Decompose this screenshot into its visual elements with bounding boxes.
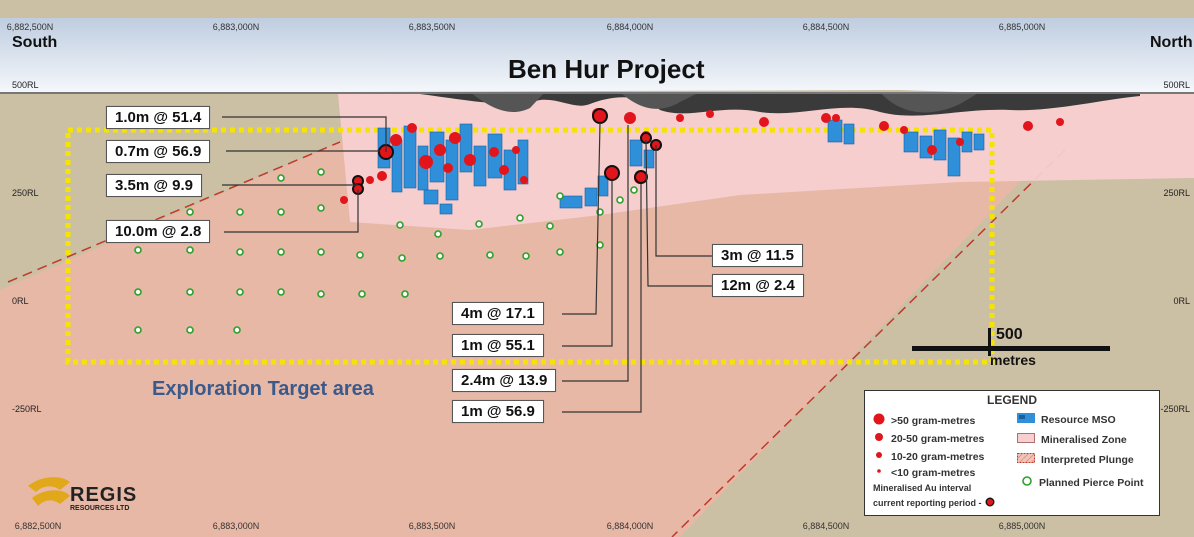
direction-north: North [1150,34,1193,51]
plunge-boundary-lower [671,149,1066,537]
legend-item-resource-label: Resource MSO [1041,413,1116,426]
pink-box-icon [1017,433,1035,446]
rl-left-minus-250: -250RL [12,404,42,414]
rl-right-250: 250RL [1163,188,1190,198]
legend-item-tiny-label: <10 gram-metres [891,466,976,479]
legend-item-plunge: Interpreted Plunge [1017,453,1134,466]
northing-top-4: 6,884,000N [606,22,654,32]
logo-name: REGIS [70,484,138,506]
scale-bar [912,346,1110,351]
legend-item-medium-label: 20-50 gram-metres [891,432,985,445]
northing-bottom-3: 6,883,500N [408,521,456,531]
northing-top-6: 6,885,000N [998,22,1046,32]
northing-bottom-6: 6,885,000N [998,521,1046,531]
resource-mso [377,119,985,215]
direction-south: South [12,34,58,51]
small-red-dot-icon [873,449,885,464]
intercept-label-1: 1.0m @ 51.4 [106,106,211,129]
intercept-label-3: 3.5m @ 9.9 [106,174,203,197]
exploration-target-label: Exploration Target area [152,378,374,400]
legend-panel: LEGEND >50 gram-metres 20-50 gram-metres… [864,390,1160,516]
northing-top-2: 6,883,000N [212,22,260,32]
plunge-boundary-upper [7,141,341,283]
scale-unit: metres [990,352,1036,368]
intercept-label-2: 0.7m @ 56.9 [106,140,211,163]
regis-logo-mark [28,477,70,506]
rl-left-500: 500RL [12,80,39,90]
intercept-label-10: 1m @ 56.9 [452,400,544,423]
northing-top-1: 6,882,500N [6,22,54,32]
intercept-label-6: 12m @ 2.4 [712,274,804,297]
rl-left-0: 0RL [12,296,29,306]
hatched-box-icon [1017,453,1035,466]
legend-item-pierce: Planned Pierce Point [1021,475,1143,490]
northing-bottom-1: 6,882,500N [14,521,62,531]
map-title: Ben Hur Project [508,54,705,84]
legend-title: LEGEND [986,393,1037,407]
current-period-dot-icon [985,497,995,509]
northing-top-3: 6,883,500N [408,22,456,32]
green-circle-icon [1021,475,1033,490]
tiny-red-dot-icon [873,465,885,480]
legend-current-line1: Mineralised Au interval [873,483,972,493]
mineralised-zone [338,92,1194,230]
rl-right-500: 500RL [1163,80,1190,90]
legend-item-mineralised-label: Mineralised Zone [1041,433,1127,446]
legend-item-large: >50 gram-metres [873,413,975,428]
sky-band [0,18,1194,92]
legend-item-medium: 20-50 gram-metres [873,431,984,446]
scale-value: 500 [996,326,1023,343]
rl-left-250: 250RL [12,188,39,198]
blue-block-icon [1017,413,1035,426]
legend-item-small-label: 10-20 gram-metres [891,450,985,463]
intercept-label-4: 10.0m @ 2.8 [106,220,211,243]
northing-top-5: 6,884,500N [802,22,850,32]
northing-bottom-5: 6,884,500N [802,521,850,531]
rl-right-0: 0RL [1173,296,1190,306]
logo-subtitle: RESOURCES LTD [70,505,130,512]
legend-item-tiny: <10 gram-metres [873,465,975,480]
intercept-label-8: 1m @ 55.1 [452,334,544,357]
intercept-label-9: 2.4m @ 13.9 [452,369,557,392]
northing-bottom-4: 6,884,000N [606,521,654,531]
intercept-label-5: 3m @ 11.5 [712,244,804,267]
intercept-label-7: 4m @ 17.1 [452,302,544,325]
planned-pierce-points [134,168,638,334]
rl-right-minus-250: -250RL [1160,404,1190,414]
legend-item-large-label: >50 gram-metres [891,414,976,427]
legend-current-line2: current reporting period - [873,497,1001,509]
legend-item-resource: Resource MSO [1017,413,1116,426]
legend-item-mineralised: Mineralised Zone [1017,433,1127,446]
legend-item-small: 10-20 gram-metres [873,449,984,464]
legend-item-pierce-label: Planned Pierce Point [1039,476,1144,489]
legend-current-line2-label: current reporting period - [873,498,982,508]
medium-red-dot-icon [873,431,885,446]
northing-bottom-2: 6,883,000N [212,521,260,531]
intercept-dots [340,108,1064,204]
large-red-dot-icon [873,413,885,428]
exploration-target-box [65,127,995,365]
leader-lines [222,116,712,413]
legend-item-plunge-label: Interpreted Plunge [1041,453,1134,466]
